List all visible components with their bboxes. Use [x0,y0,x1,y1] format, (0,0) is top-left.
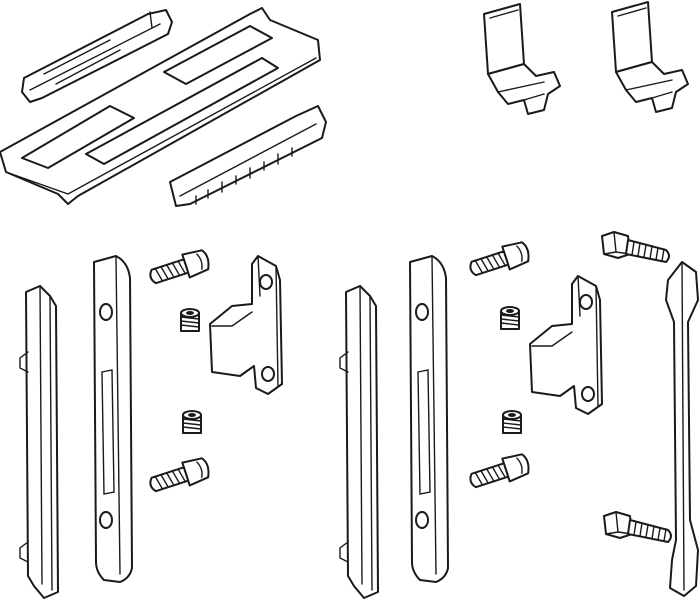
long-strap-icon [665,261,699,597]
profile-bar-icon [339,285,379,599]
countersunk-screw-icon [466,238,533,282]
hinge-bracket-icon [209,255,283,395]
grub-screw-icon [182,410,202,434]
hex-bolt-icon [603,511,672,543]
countersunk-screw-icon [146,454,213,498]
profile-bar-icon [19,285,59,599]
angle-clip-icon [483,3,561,115]
hinge-bracket-icon [529,275,603,415]
base-plate-icon [0,7,321,205]
grub-screw-icon [502,410,522,434]
countersunk-screw-icon [146,246,213,290]
plate-bar-icon [409,255,449,583]
angle-clip-icon [611,1,689,113]
short-rail-icon [21,9,173,103]
countersunk-screw-icon [466,450,533,494]
plate-bar-icon [93,255,133,583]
grub-screw-icon [500,306,520,330]
grub-screw-icon [180,308,200,332]
toothed-rail-icon [169,105,327,207]
hex-bolt-icon [601,231,670,263]
